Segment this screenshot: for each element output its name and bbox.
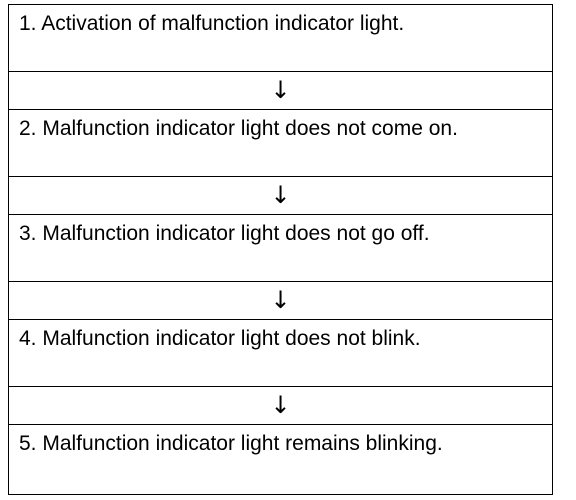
step-3-box: 3. Malfunction indicator light does not … xyxy=(9,215,552,282)
step-1-box: 1. Activation of malfunction indicator l… xyxy=(9,5,552,72)
down-arrow-icon: ↓ xyxy=(270,181,291,209)
step-3-label: 3. Malfunction indicator light does not … xyxy=(19,222,430,245)
down-arrow-icon: ↓ xyxy=(270,391,291,419)
arrow-row-3: ↓ xyxy=(9,282,552,320)
step-5-label: 5. Malfunction indicator light remains b… xyxy=(19,432,443,455)
arrow-row-4: ↓ xyxy=(9,387,552,425)
step-5-box: 5. Malfunction indicator light remains b… xyxy=(9,425,552,495)
arrow-row-2: ↓ xyxy=(9,177,552,215)
step-1-label: 1. Activation of malfunction indicator l… xyxy=(19,12,405,35)
down-arrow-icon: ↓ xyxy=(270,286,291,314)
down-arrow-icon: ↓ xyxy=(270,76,291,104)
step-4-label: 4. Malfunction indicator light does not … xyxy=(19,327,421,350)
flowchart: 1. Activation of malfunction indicator l… xyxy=(8,4,553,495)
step-4-box: 4. Malfunction indicator light does not … xyxy=(9,320,552,387)
step-2-label: 2. Malfunction indicator light does not … xyxy=(19,117,458,140)
arrow-row-1: ↓ xyxy=(9,72,552,110)
step-2-box: 2. Malfunction indicator light does not … xyxy=(9,110,552,177)
